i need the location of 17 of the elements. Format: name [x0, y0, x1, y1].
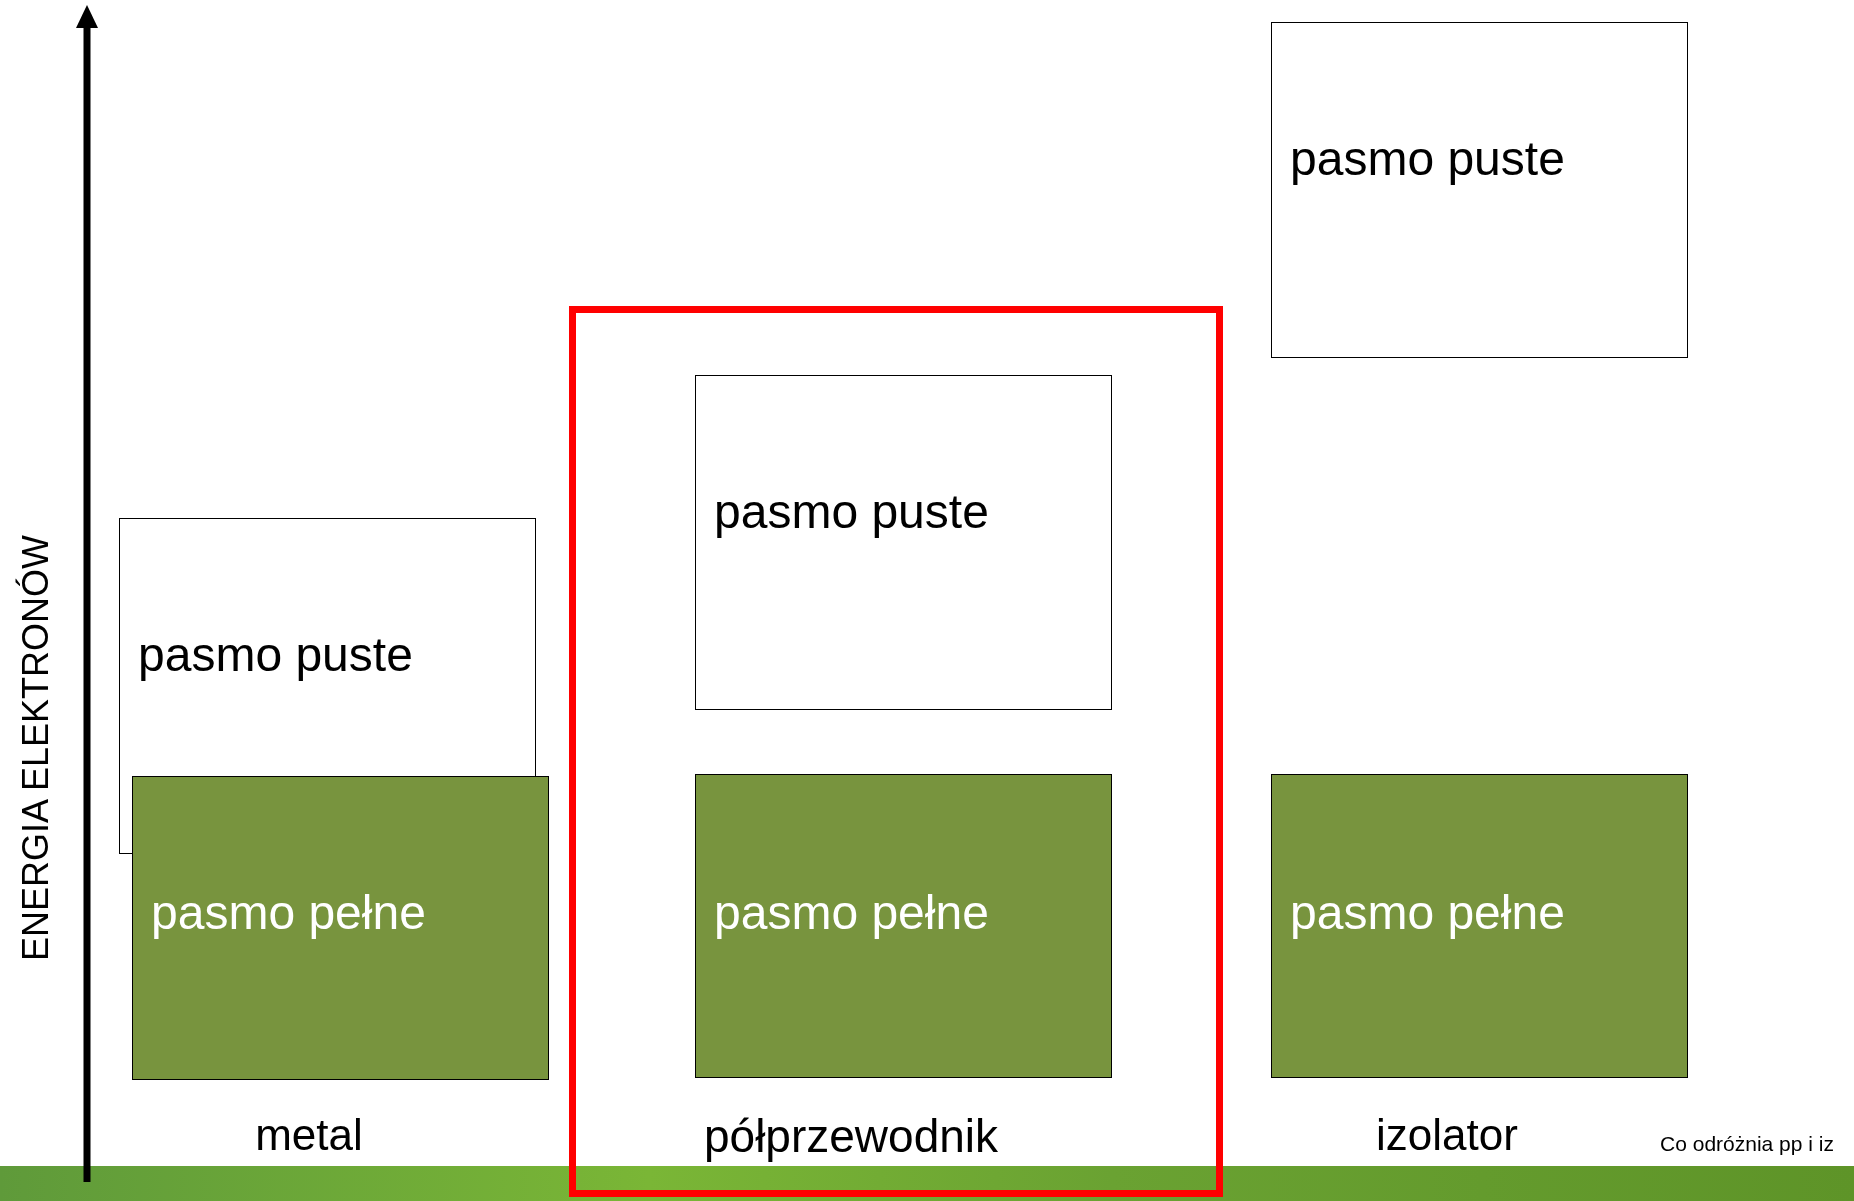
column-label: metal [255, 1110, 363, 1160]
column-label: izolator [1376, 1110, 1518, 1160]
column-label: półprzewodnik [703, 1109, 999, 1163]
empty-band-box [695, 375, 1112, 710]
filled-band-box [1271, 774, 1688, 1078]
band-label: pasmo puste [1290, 131, 1565, 186]
filled-band-box [695, 774, 1112, 1078]
band-label: pasmo pełne [714, 885, 989, 940]
band-label: pasmo pełne [1290, 885, 1565, 940]
band-label: pasmo puste [138, 627, 413, 682]
filled-band-box [132, 776, 549, 1080]
band-label: pasmo pełne [151, 885, 426, 940]
axis-label: ENERGIA ELEKTRONÓW [15, 534, 57, 962]
highlight-frame [569, 306, 1223, 1197]
note-text: Co odróżnia pp i iz [1660, 1132, 1834, 1156]
empty-band-box [1271, 22, 1688, 358]
band-label: pasmo puste [714, 484, 989, 539]
